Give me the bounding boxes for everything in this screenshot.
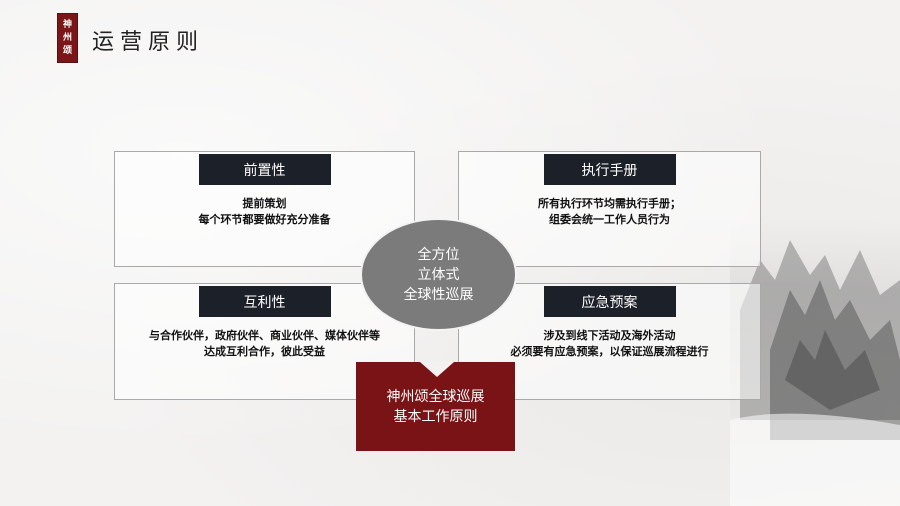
card-title: 互利性 [198, 286, 331, 317]
ink-mountain-decoration [730, 220, 900, 506]
badge-char: 州 [62, 32, 72, 43]
card-text-line: 每个环节都要做好充分准备 [198, 213, 331, 226]
center-line: 全方位 [417, 246, 460, 263]
badge-char: 神 [62, 19, 72, 30]
card-text-line: 涉及到线下活动及海外活动 [543, 329, 676, 342]
badge-char: 颂 [62, 45, 72, 56]
card-text-line: 提前策划 [242, 197, 287, 210]
brand-badge: 神 州 颂 [57, 13, 78, 63]
red-box-notch [420, 362, 454, 377]
card-title: 执行手册 [543, 154, 676, 185]
card-execution-manual: 执行手册 所有执行环节均需执行手册； 组委会统一工作人员行为 [458, 151, 761, 267]
card-title: 前置性 [198, 154, 331, 185]
card-text-line: 与合作伙伴，政府伙伴、商业伙伴、媒体伙伴等 [149, 329, 380, 342]
card-text: 与合作伙伴，政府伙伴、商业伙伴、媒体伙伴等 达成互利合作，彼此受益 [115, 328, 414, 360]
card-text-line: 达成互利合作，彼此受益 [204, 345, 325, 358]
card-title: 应急预案 [543, 286, 676, 317]
card-preplanning: 前置性 提前策划 每个环节都要做好充分准备 [114, 151, 415, 267]
center-line: 立体式 [417, 266, 460, 283]
card-text-line: 必须要有应急预案，以保证巡展流程进行 [510, 345, 709, 358]
center-line: 全球性巡展 [403, 286, 474, 303]
card-text: 涉及到线下活动及海外活动 必须要有应急预案，以保证巡展流程进行 [459, 328, 760, 360]
core-line: 神州颂全球巡展 [386, 388, 485, 405]
page-title: 运营原则 [92, 30, 205, 55]
core-line: 基本工作原则 [393, 408, 478, 425]
card-text-line: 所有执行环节均需执行手册； [538, 197, 681, 210]
card-text: 所有执行环节均需执行手册； 组委会统一工作人员行为 [459, 196, 760, 228]
card-text-line: 组委会统一工作人员行为 [549, 213, 670, 226]
card-text: 提前策划 每个环节都要做好充分准备 [115, 196, 414, 228]
center-ellipse: 全方位 立体式 全球性巡展 [360, 218, 517, 331]
